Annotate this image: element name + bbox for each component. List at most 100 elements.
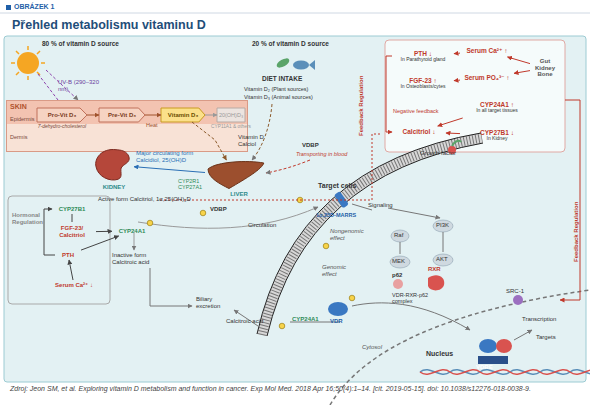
enzyme-item: CYP27B1 (52, 204, 92, 214)
sun-rays (11, 46, 45, 80)
annotation-label: SRC-1 (506, 288, 524, 295)
annotation-label: PI3K (436, 222, 449, 229)
kidney-shape (96, 150, 130, 180)
sun (11, 46, 45, 80)
enzyme-item: CYP24A1 (112, 226, 152, 236)
liver-shape (208, 162, 264, 189)
annotation-label: Nucleus (426, 350, 453, 358)
connector-arrow (446, 133, 460, 135)
node-text: Gut Kidney Bone (530, 58, 560, 78)
organ-list: Gut Kidney Bone (530, 48, 560, 88)
diet-to-liver (252, 104, 272, 160)
node-text: Serum PO₄³⁻ ↑ (464, 74, 509, 81)
annotation-label: p62 (392, 272, 402, 279)
node-text: CYP27B1 (59, 206, 86, 213)
node-text: SKIN (10, 103, 27, 111)
fish-body (293, 61, 309, 70)
annotation-label: RXR (428, 266, 441, 273)
node-text: In Parathyroid gland (401, 57, 446, 63)
node-text: 20(OH)D₃ (219, 112, 243, 118)
annotation-label: Inactive form Calcitroic acid (112, 252, 172, 265)
transcription-arrow (514, 330, 532, 340)
diet-icons (275, 56, 315, 70)
fish-tail (309, 60, 315, 70)
annotation-label: OBRÁZEK 1 (14, 3, 54, 11)
p62-shape (393, 279, 403, 289)
connector-arrow (386, 56, 392, 132)
connector-arrow (69, 260, 73, 280)
annotation-label: VDRE (476, 364, 493, 371)
node-text: PTH (62, 252, 74, 259)
node-text: In Kidney (487, 136, 508, 142)
node-text: CYP27B1 ↓ (480, 129, 514, 136)
annotation-label: Signaling (368, 202, 393, 209)
vitamin-box: Vitamin D₃ (161, 108, 205, 122)
dna-strand (420, 370, 590, 375)
annotation-label: Growth factor (420, 150, 456, 157)
rxr-shape (428, 275, 444, 290)
annotation-label: Biliary excretion (196, 296, 232, 309)
blood-transport (266, 160, 310, 173)
excretion-line (150, 268, 192, 306)
node-text: 7-dehydro-cholesterol (33, 124, 91, 130)
connector-arrow (192, 122, 226, 160)
connector-arrow (454, 53, 460, 55)
kidney-organ: KIDNEY (94, 148, 134, 182)
annotation-label: Calcitroic acid (226, 318, 263, 325)
annotation-label: Major circulating form Calcidiol, 25(OH)… (136, 150, 214, 163)
connector-arrow (96, 231, 112, 232)
node-text: Dermis (10, 134, 27, 140)
complex-vdr (479, 339, 497, 353)
annotation-label: Raf (394, 232, 403, 239)
precursor-box: Pre-Vit D₃ (99, 108, 145, 122)
annotation-label: 80 % of vitamin D source (42, 40, 119, 47)
annotation-label: Hormonal Regulation (12, 212, 46, 225)
precursor-box: Pro-Vit D₃7-dehydro-cholesterol (37, 108, 87, 122)
pi3k-protein (433, 220, 453, 232)
annotation-label: 20 % of vitamin D source (252, 40, 329, 47)
connector-arrow (44, 209, 55, 255)
genomic-arrow (352, 303, 470, 330)
cell-membrane (257, 133, 483, 336)
annotation-label: VDBP (210, 206, 227, 213)
feedback-item: PTH ↓In Parathyroid gland (392, 45, 454, 67)
connector-arrow (72, 214, 73, 222)
node-text: CYP24A1 ↑ (480, 101, 514, 108)
node-text: LIVER (219, 191, 259, 198)
annotation-label: Transcription (522, 316, 556, 323)
annotation-label: UV-B (290–320 nm) (58, 79, 100, 92)
header-rule (0, 13, 590, 14)
annotation-label: Cytosol (362, 344, 382, 351)
feedback-item: CYP24A1 ↑In all target tissues (460, 96, 534, 118)
node-outline (205, 160, 265, 190)
annotation-label: CYP2R1 CYP27A1 (178, 178, 206, 190)
feedback-item: CYP27B1 ↓In Kidney (460, 124, 534, 146)
raf-protein (391, 230, 409, 242)
skin-band: SKINEpidermisDermisPro-Vit D₃7-dehydro-c… (6, 100, 248, 152)
annotation-label: AKT (436, 256, 448, 263)
header-square (6, 5, 11, 10)
connector-arrow (81, 236, 119, 250)
node-text: Vitamin D₃ (168, 112, 198, 119)
circulation-line (138, 207, 318, 228)
membrane-outer (257, 133, 481, 334)
arrow-shape (99, 108, 145, 122)
liver-organ: LIVER (205, 160, 265, 190)
molecule (147, 220, 153, 226)
annotation-label: Feedback Regulation (573, 202, 580, 262)
annotation-label: MEK (392, 258, 405, 265)
annotation-label: Vitamin D₂ (Plant sources) (244, 86, 308, 92)
node-text: Serum Ca²⁺ ↓ (55, 282, 93, 289)
feedback-item: Serum PO₄³⁻ ↑ (460, 72, 514, 84)
node-outline (94, 148, 134, 182)
figure-title: Přehled metabolismu vitaminu D (12, 18, 206, 32)
connector-arrow (454, 80, 460, 82)
node-text: In all target tissues (476, 108, 518, 114)
signaling-arrows (352, 204, 443, 254)
connector-arrow (508, 57, 531, 64)
vdr-complex (478, 295, 523, 364)
hormone-item: PTH (55, 250, 81, 260)
